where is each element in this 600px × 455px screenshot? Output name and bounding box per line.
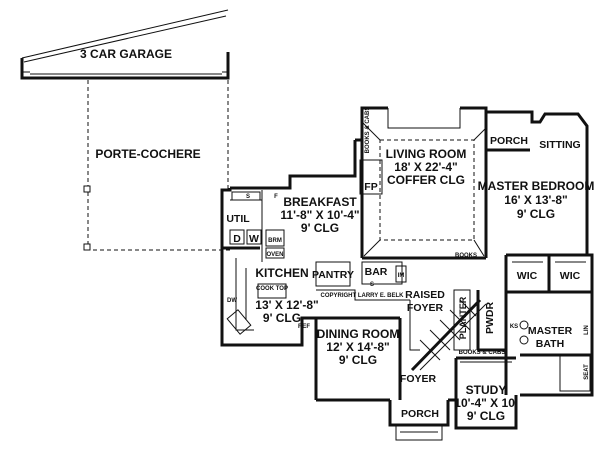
master-bath-line2: BATH xyxy=(536,338,564,350)
breakfast-size: 11'-8" X 10'-4" xyxy=(280,208,359,222)
cook-top-label: COOK TOP xyxy=(256,286,288,292)
raised-foyer-line2: FOYER xyxy=(407,302,444,314)
sitting-label: SITTING xyxy=(539,139,580,151)
wic-right-label: WIC xyxy=(560,270,581,282)
living-room-name: LIVING ROOM xyxy=(386,147,467,161)
porte-cochere xyxy=(83,80,230,251)
pantry-label: PANTRY xyxy=(312,269,354,281)
dining-room-name: DINING ROOM xyxy=(317,327,400,341)
washer-label: W xyxy=(249,233,259,245)
interior-walls xyxy=(222,108,592,441)
breakfast-clg: 9' CLG xyxy=(301,221,339,235)
linen-label: LIN xyxy=(584,325,590,335)
copyright-text: COPYRIGHT LARRY E. BELK xyxy=(320,293,404,299)
master-bath-line1: MASTER xyxy=(528,325,573,337)
living-room-clg: COFFER CLG xyxy=(387,173,465,187)
breakfast-name: BREAKFAST xyxy=(283,195,357,209)
freezer-label: F xyxy=(274,194,278,200)
kitchen-clg: 9' CLG xyxy=(263,311,301,325)
broom-closet-label: BRM xyxy=(268,238,282,244)
porch-top-label: PORCH xyxy=(490,135,528,147)
fireplace-label: FP xyxy=(364,181,377,193)
house-walls xyxy=(220,106,594,430)
util-label: UTIL xyxy=(226,213,250,225)
dryer-label: D xyxy=(233,233,241,245)
bar-label: BAR xyxy=(365,266,388,278)
dining-room-size: 12' X 14'-8" xyxy=(326,340,389,354)
raised-foyer-line1: RAISED xyxy=(405,289,445,301)
porte-cochere-label: PORTE-COCHERE xyxy=(95,147,200,161)
kitchen-size: 13' X 12'-8" xyxy=(255,298,318,312)
oven-label: OVEN xyxy=(266,252,283,258)
study-name: STUDY xyxy=(466,383,507,397)
master-bedroom-name: MASTER BEDROOM xyxy=(478,179,595,193)
master-bedroom-clg: 9' CLG xyxy=(517,207,555,221)
study-clg: 9' CLG xyxy=(467,409,505,423)
garage-label: 3 CAR GARAGE xyxy=(80,47,172,61)
seat-label: SEAT xyxy=(584,364,590,380)
knee-space-label: KS xyxy=(510,324,518,330)
master-bedroom-size: 16' X 13'-8" xyxy=(504,193,567,207)
dishwasher-label: DW xyxy=(227,298,237,304)
refrigerator-label: REF xyxy=(298,324,310,330)
porch-bottom-label: PORCH xyxy=(401,408,439,420)
sink-util-label: S xyxy=(246,194,250,200)
study-size: 10'-4" X 10' xyxy=(454,396,518,410)
books-cabs-top-label: BOOKS & CABS xyxy=(365,107,371,154)
planter-label: PLANTER xyxy=(458,296,468,339)
bar-sink-label: S xyxy=(370,282,374,288)
garage xyxy=(20,9,230,80)
wic-left-label: WIC xyxy=(517,270,538,282)
foyer-label: FOYER xyxy=(400,373,437,385)
dining-room-clg: 9' CLG xyxy=(339,353,377,367)
kitchen-name: KITCHEN xyxy=(255,266,308,280)
books-label: BOOKS xyxy=(455,253,477,259)
powder-room-label: PWDR xyxy=(484,302,496,334)
ice-maker-label: IM xyxy=(398,273,405,279)
books-cabs-study-label: BOOKS & CABS xyxy=(459,350,506,356)
living-room-size: 18' X 22'-4" xyxy=(394,160,457,174)
